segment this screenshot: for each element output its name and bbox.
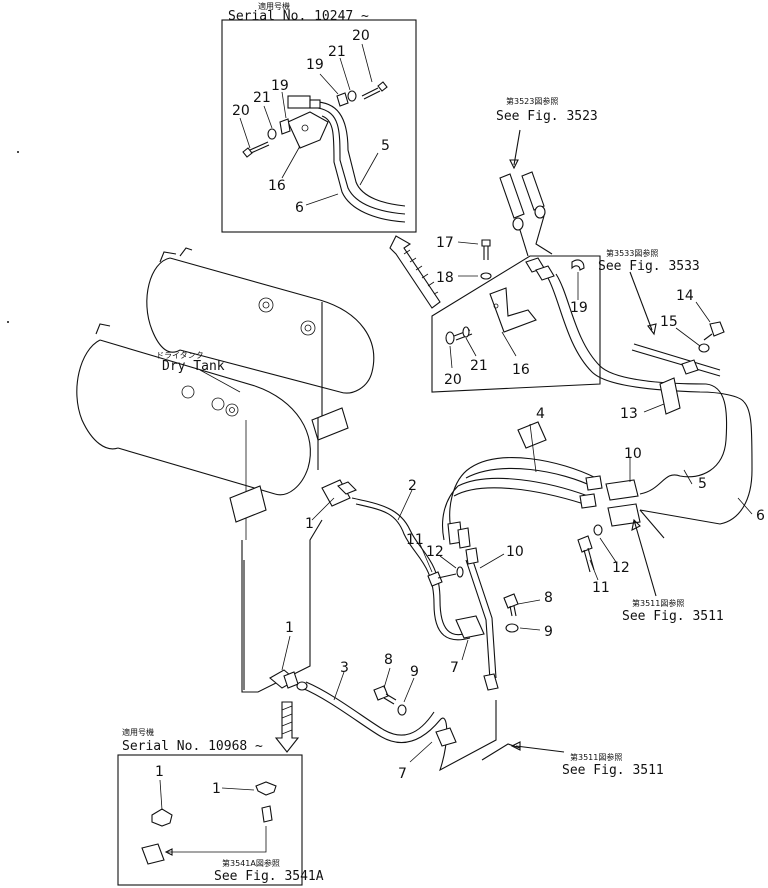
ref-3541a-jp: 第3541A図参照 [222, 858, 280, 868]
callout-9: 9 [410, 664, 419, 680]
top-inset-serial: Serial No. 10247 ~ [228, 9, 369, 24]
callout-1: 1 [212, 781, 221, 797]
callout-18: 18 [436, 270, 454, 286]
top-inset: 適用号機 Serial No. 10247 ~ [221, 1, 417, 233]
callout-7: 7 [450, 660, 459, 676]
callout-1: 1 [155, 764, 164, 780]
callout-21: 21 [470, 358, 488, 374]
callout-4: 4 [536, 406, 545, 422]
callout-12: 12 [612, 560, 630, 576]
callout-14: 14 [676, 288, 694, 304]
ref-3533: See Fig. 3533 [598, 259, 700, 274]
tank-label: Dry Tank [162, 359, 225, 374]
callout-16: 16 [268, 178, 286, 194]
bottom-inset: 適用号機 Serial No. 10968 ~ 1 1 第3541A図参照 Se… [117, 727, 324, 886]
right-assembly: 第3533図参照 See Fig. 3533 14 15 13 5 6 10 1… [577, 248, 765, 624]
callout-20: 20 [444, 372, 462, 388]
callout-2: 2 [408, 478, 417, 494]
callout-21: 21 [328, 44, 346, 60]
callout-11: 11 [592, 580, 610, 596]
callout-10: 10 [624, 446, 642, 462]
callout-20: 20 [352, 28, 370, 44]
callout-3: 3 [340, 660, 349, 676]
ref-3511: See Fig. 3511 [622, 609, 724, 624]
stray-dot [17, 151, 19, 153]
callout-15: 15 [660, 314, 678, 330]
stray-dot [7, 321, 9, 323]
mid-inset: 第3523図参照 See Fig. 3523 [431, 96, 753, 525]
ref-3511-jp: 第3511図参照 [632, 598, 684, 608]
callout-1: 1 [305, 516, 314, 532]
callout-5: 5 [698, 476, 707, 492]
center-assembly: 4 2 10 7 11 12 8 9 [296, 406, 664, 782]
ref-3533-jp: 第3533図参照 [606, 248, 658, 258]
ref-3523-jp: 第3523図参照 [506, 96, 558, 106]
tank-jp: ドライタンク [156, 351, 204, 360]
callout-11: 11 [406, 532, 424, 548]
top-inset-jp: 適用号機 [258, 1, 290, 11]
callout-17: 17 [436, 235, 454, 251]
bottom-inset-serial: Serial No. 10968 ~ [122, 739, 263, 754]
callout-19: 19 [570, 300, 588, 316]
callout-6: 6 [756, 508, 765, 524]
hatched-arrow-up [389, 235, 441, 309]
callout-20: 20 [232, 103, 250, 119]
callout-6: 6 [295, 200, 304, 216]
callout-12: 12 [426, 544, 444, 560]
callout-7: 7 [398, 766, 407, 782]
tank-connections: 1 1 [241, 479, 357, 693]
ref-3541a: See Fig. 3541A [214, 869, 324, 884]
callout-10: 10 [506, 544, 524, 560]
dry-tank: ドライタンク Dry Tank [76, 247, 375, 540]
ref-3523: See Fig. 3523 [496, 109, 598, 124]
callout-21: 21 [253, 90, 271, 106]
hatched-arrow-down [274, 701, 300, 753]
callout-8: 8 [384, 652, 393, 668]
callout-1: 1 [285, 620, 294, 636]
ref-3511: See Fig. 3511 [562, 763, 664, 778]
callout-9: 9 [544, 624, 553, 640]
callout-16: 16 [512, 362, 530, 378]
callout-5: 5 [381, 138, 390, 154]
callout-13: 13 [620, 406, 638, 422]
callout-8: 8 [544, 590, 553, 606]
ref-3511-jp: 第3511図参照 [570, 752, 622, 762]
callout-19: 19 [306, 57, 324, 73]
callout-19: 19 [271, 78, 289, 94]
bottom-inset-jp: 適用号機 [122, 727, 154, 737]
